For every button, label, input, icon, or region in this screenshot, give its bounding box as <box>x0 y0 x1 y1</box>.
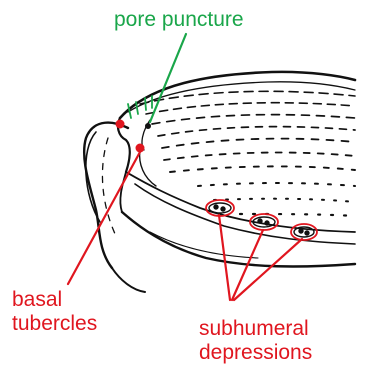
subhumeral-depressions-label-line-1: subhumeral <box>199 317 312 341</box>
subhumeral-depressions-label: subhumeral depressions <box>199 317 312 365</box>
basal-tubercle-dot-1 <box>116 120 125 129</box>
basal-tubercles-label: basal tubercles <box>12 288 97 336</box>
elytral-striae <box>140 91 355 216</box>
basal-tubercles-label-line-2: tubercles <box>12 312 97 336</box>
subhumeral-depressions-label-line-2: depressions <box>199 341 312 365</box>
subhumeral-leader-3 <box>234 239 302 300</box>
pore-puncture-dot <box>145 123 151 129</box>
basal-tubercles-label-line-1: basal <box>12 288 97 312</box>
pore-puncture-label: pore puncture <box>114 8 244 32</box>
elytron-outline <box>118 72 355 267</box>
